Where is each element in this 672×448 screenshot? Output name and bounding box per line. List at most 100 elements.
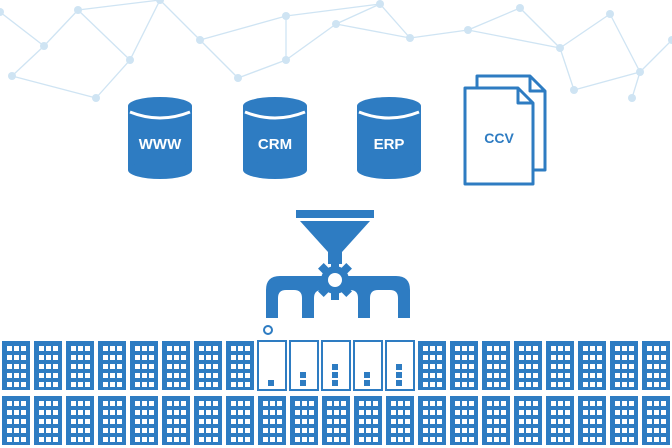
storage-slot xyxy=(418,341,446,390)
network-link xyxy=(559,47,575,91)
storage-slot xyxy=(98,341,126,390)
network-link xyxy=(237,59,287,79)
storage-slot xyxy=(130,396,158,445)
network-node xyxy=(332,20,340,28)
storage-slot xyxy=(98,396,126,445)
document-ccv-label: CCV xyxy=(484,130,514,146)
storage-slot xyxy=(162,341,190,390)
machine-icon xyxy=(263,276,410,335)
network-node xyxy=(628,94,636,102)
storage-slot xyxy=(450,396,478,445)
network-link xyxy=(609,13,641,73)
storage-slot xyxy=(322,396,350,445)
storage-slot xyxy=(66,341,94,390)
storage-slot xyxy=(578,341,606,390)
network-node xyxy=(126,56,134,64)
storage-slot xyxy=(610,396,638,445)
network-background xyxy=(0,0,672,102)
storage-grid xyxy=(2,340,670,445)
network-link xyxy=(77,0,161,11)
network-node xyxy=(570,86,578,94)
storage-slot xyxy=(482,396,510,445)
network-node xyxy=(606,10,614,18)
network-link xyxy=(199,15,287,41)
network-link xyxy=(11,75,97,99)
network-link xyxy=(0,11,45,47)
storage-slot xyxy=(418,396,446,445)
storage-slot xyxy=(130,341,158,390)
network-link xyxy=(285,23,337,61)
storage-slot-filling xyxy=(385,340,415,391)
network-link xyxy=(129,0,161,61)
storage-slot xyxy=(194,341,222,390)
storage-slot xyxy=(194,396,222,445)
network-node xyxy=(8,72,16,80)
storage-slot xyxy=(514,341,542,390)
database-erp-icon xyxy=(357,97,421,179)
document-ccv: CCV xyxy=(463,74,547,186)
network-link xyxy=(519,7,561,49)
network-node xyxy=(196,36,204,44)
network-node xyxy=(234,74,242,82)
network-link xyxy=(467,29,561,49)
network-link xyxy=(573,71,641,91)
storage-slot xyxy=(2,341,30,390)
funnel-icon xyxy=(296,210,374,264)
storage-slot xyxy=(34,341,62,390)
storage-slot xyxy=(162,396,190,445)
storage-slot-filling xyxy=(257,340,287,391)
network-link xyxy=(379,3,411,39)
network-node xyxy=(74,6,82,14)
network-node xyxy=(282,12,290,20)
network-link xyxy=(409,29,469,39)
database-crm-label: CRM xyxy=(258,136,292,153)
storage-slot xyxy=(578,396,606,445)
network-link xyxy=(631,71,641,99)
network-link xyxy=(77,9,131,61)
gear-icon xyxy=(315,260,355,300)
document-stack-icon xyxy=(463,74,547,186)
storage-slot xyxy=(546,396,574,445)
storage-slot xyxy=(2,396,30,445)
storage-slot xyxy=(66,396,94,445)
output-bubble-icon xyxy=(263,325,273,335)
network-link xyxy=(199,39,239,79)
network-node xyxy=(92,94,100,102)
network-node xyxy=(668,36,672,44)
network-link xyxy=(335,23,411,39)
network-node xyxy=(406,34,414,42)
network-node xyxy=(464,26,472,34)
network-link xyxy=(11,45,45,77)
storage-slot xyxy=(258,396,286,445)
storage-slot xyxy=(290,396,318,445)
storage-slot xyxy=(450,341,478,390)
storage-slot-filling xyxy=(353,340,383,391)
storage-slot xyxy=(226,396,254,445)
database-www-icon xyxy=(128,97,192,179)
network-node xyxy=(40,42,48,50)
network-node xyxy=(282,56,290,64)
database-crm-icon xyxy=(243,97,307,179)
storage-slot xyxy=(226,341,254,390)
network-node xyxy=(156,0,164,4)
network-node xyxy=(0,8,4,16)
network-link xyxy=(43,9,79,47)
storage-slot xyxy=(482,341,510,390)
network-link xyxy=(335,3,381,25)
storage-slot xyxy=(514,396,542,445)
storage-slot xyxy=(386,396,414,445)
network-link xyxy=(467,7,521,31)
storage-slot xyxy=(34,396,62,445)
network-link xyxy=(95,59,131,99)
network-node xyxy=(516,4,524,12)
network-link xyxy=(559,13,611,49)
storage-slot-filling xyxy=(321,340,351,391)
database-erp: ERP xyxy=(357,97,421,179)
database-crm: CRM xyxy=(243,97,307,179)
database-www-label: WWW xyxy=(139,136,182,153)
network-link xyxy=(285,3,381,17)
gear-tooth xyxy=(331,290,339,300)
database-www: WWW xyxy=(128,97,192,179)
